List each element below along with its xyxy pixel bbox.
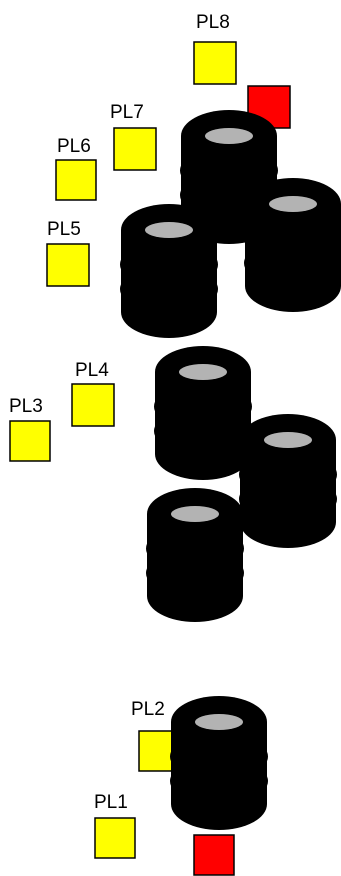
pad-pl5 <box>46 243 90 287</box>
tire-stack-top-left <box>120 204 218 338</box>
tire-stack-bottom <box>170 696 268 830</box>
tire-hole-icon <box>205 128 253 144</box>
pad-marker-active-9 <box>193 834 235 876</box>
tire-stack-middle-right <box>239 414 337 548</box>
pad-label-pl3: PL3 <box>9 396 43 417</box>
tire-stack-middle-bottom <box>146 488 244 622</box>
tire-hole-icon <box>171 506 219 522</box>
pad-label-pl6: PL6 <box>57 136 91 157</box>
pad-label-pl1: PL1 <box>94 792 128 813</box>
tire-hole-icon <box>179 364 227 380</box>
pad-pl6 <box>55 159 97 201</box>
pad-label-pl4: PL4 <box>75 360 109 381</box>
pad-pl3 <box>9 420 51 462</box>
pad-pl7 <box>113 127 157 171</box>
tire-hole-icon <box>145 222 193 238</box>
tire-hole-icon <box>264 432 312 448</box>
pad-label-pl7: PL7 <box>110 102 144 123</box>
pad-pl1 <box>94 817 136 859</box>
tire-hole-icon <box>195 714 243 730</box>
pad-pl8 <box>193 41 237 85</box>
pad-label-pl2: PL2 <box>131 699 165 720</box>
tire-stack-top-right <box>244 178 341 312</box>
tire-stack-middle-top <box>154 346 252 480</box>
pad-label-pl8: PL8 <box>196 12 230 33</box>
pad-pl4 <box>71 383 115 427</box>
tire-hole-icon <box>269 196 317 212</box>
pad-label-pl5: PL5 <box>47 219 81 240</box>
